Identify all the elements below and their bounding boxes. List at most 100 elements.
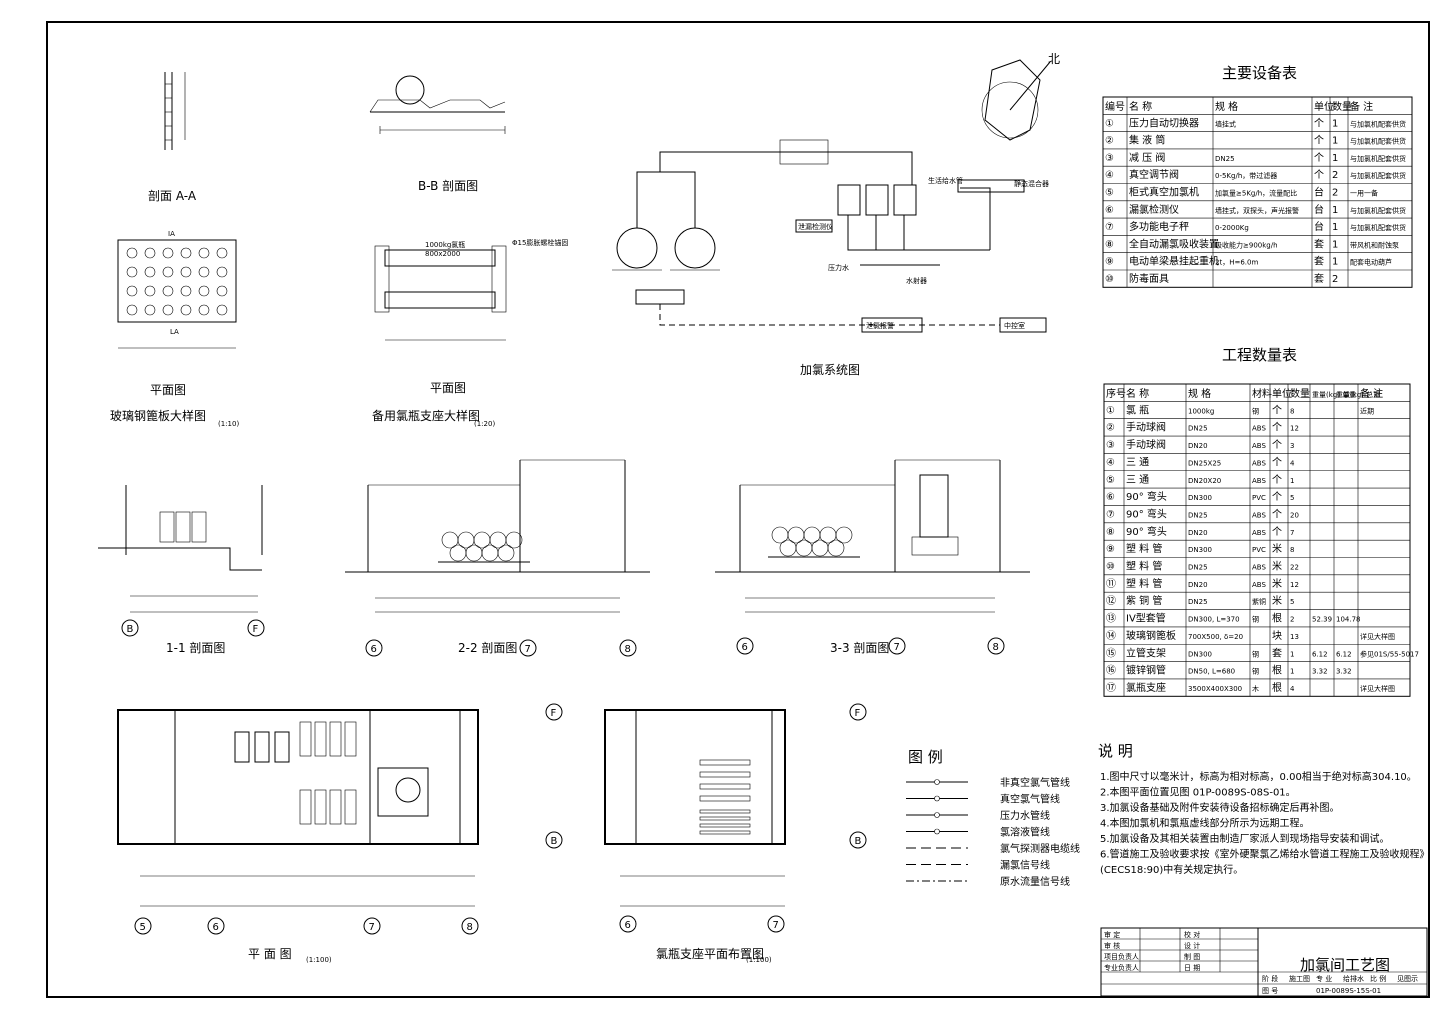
quantity-table-cell: 13: [1290, 633, 1299, 641]
grid-axis-label: 6: [742, 642, 748, 653]
cylinder-support-detail: 1000kg氯瓶 800x2000 Φ15膨胀螺栓锚固 平面图 备用氯瓶支座大样…: [372, 238, 568, 428]
equipment-table-cell: 1: [1332, 205, 1338, 216]
title-block-role: 日 期: [1184, 964, 1200, 972]
quantity-table-cell: 52.39: [1312, 616, 1332, 624]
legend-item: 非真空氯气管线: [1000, 776, 1070, 789]
quantity-table-cell: 个: [1272, 404, 1282, 416]
legend-item: 氯溶液管线: [1000, 826, 1050, 839]
grid-axis-label: 7: [773, 920, 779, 931]
quantity-table-cell: DN25: [1188, 511, 1208, 519]
quantity-table-cell: DN25: [1188, 425, 1208, 433]
equipment-table-cell: 个: [1314, 135, 1324, 147]
quantity-table-cell: 根: [1272, 664, 1282, 677]
quantity-table-cell: 镀锌钢管: [1126, 664, 1166, 677]
quantity-table-cell: 90° 弯头: [1126, 507, 1167, 520]
notes-title: 说 明: [1098, 742, 1133, 760]
quantity-table-cell: 木: [1252, 684, 1259, 693]
equipment-table-cell: ⑩: [1105, 274, 1114, 285]
equipment-table-cell: 与加氯机配套供货: [1350, 119, 1406, 128]
legend: 图 例 非真空氯气管线真空氯气管线压力水管线氯溶液管线氯气探测器电缆线漏氯信号线…: [906, 748, 1080, 888]
equipment-table-cell: 1: [1332, 257, 1338, 268]
quantity-table-cell: 根: [1272, 681, 1282, 694]
quantity-table-header: 备 注: [1360, 387, 1383, 400]
quantity-table-cell: 三 通: [1126, 474, 1149, 486]
equipment-table-cell: 防毒面具: [1129, 272, 1169, 285]
quantity-table-cell: 米: [1272, 560, 1282, 573]
quantity-table-cell: 2: [1290, 616, 1294, 624]
quantity-table-cell: 3.32: [1336, 668, 1352, 676]
system-title: 加氯系统图: [800, 363, 860, 377]
notes: 说 明 1.图中尺寸以毫米计，标高为相对标高，0.00相当于绝对标高304.10…: [1098, 742, 1430, 876]
quantity-table-header: 单位: [1272, 387, 1292, 400]
quantity-table-cell: DN20: [1188, 442, 1208, 450]
title-block-label: 施工图: [1289, 974, 1310, 983]
grid-axis-label: 6: [213, 922, 219, 933]
quantity-table-cell: ①: [1106, 405, 1115, 416]
quantity-table-cell: IV型套管: [1126, 612, 1166, 625]
grid-axis-label: F: [253, 624, 259, 635]
quantity-table-cell: DN25: [1188, 598, 1208, 606]
grid-axis-label: F: [855, 708, 861, 719]
legend-item: 压力水管线: [1000, 809, 1050, 822]
section-aa: 剖面 A-A: [148, 72, 197, 203]
quantity-table-cell: 参见01S/55-5017: [1360, 649, 1419, 658]
title-block-drawing-no: 01P-0089S-15S-01: [1316, 987, 1381, 995]
quantity-table-cell: 5: [1290, 598, 1294, 606]
equipment-table-cell: 配套电动葫芦: [1350, 258, 1392, 267]
quantity-table-cell: ⑩: [1106, 562, 1115, 573]
equipment-table-cell: 墙挂式: [1215, 119, 1236, 128]
plan-b-title: 平面图: [430, 381, 466, 395]
quantity-table-cell: ⑦: [1106, 509, 1115, 520]
quantity-table-cell: ③: [1106, 440, 1115, 451]
equipment-table-cell: 与加氯机配套供货: [1350, 137, 1406, 146]
drawing-name: 加氯间工艺图: [1300, 956, 1390, 974]
quantity-table-header: 规 格: [1188, 387, 1211, 400]
equipment-table-cell: 1: [1332, 239, 1338, 250]
quantity-table-cell: 3.32: [1312, 668, 1328, 676]
equipment-table-cell: 吸收能力≥900kg/h: [1215, 240, 1278, 249]
quantity-table-cell: 1: [1290, 477, 1294, 485]
equipment-table-cell: 与加氯机配套供货: [1350, 223, 1406, 232]
quantity-table-cell: ⑪: [1106, 578, 1116, 590]
svg-text:LA: LA: [170, 328, 179, 336]
quantity-table-cell: 90° 弯头: [1126, 525, 1167, 538]
equipment-table-cell: 1: [1332, 136, 1338, 147]
equipment-table-cell: 个: [1314, 152, 1324, 164]
chlorination-system: 生活给水管 静态混合器 压力水 水射器 泄漏检测仪 泄氯报警 中控室 加氯系统图: [612, 139, 1049, 377]
quantity-table-header: 数量: [1290, 387, 1310, 400]
svg-text:IA: IA: [168, 230, 175, 238]
cyl-support-scale: (1:20): [474, 420, 495, 428]
legend-item: 漏氯信号线: [1000, 859, 1050, 872]
quantity-table-cell: 1000kg: [1188, 407, 1214, 415]
equipment-table-cell: 与加氯机配套供货: [1350, 171, 1406, 180]
quantity-table-cell: ABS: [1252, 442, 1266, 450]
label-central-ctrl: 中控室: [1004, 321, 1025, 330]
equipment-table-cell: ①: [1105, 118, 1114, 129]
quantity-table-cell: 12: [1290, 425, 1299, 433]
plan-a-title: 平面图: [150, 383, 186, 397]
grid-plate-scale: (1:10): [218, 420, 239, 428]
title-block-label: 给排水: [1343, 974, 1364, 983]
quantity-table-cell: ⑮: [1106, 647, 1116, 659]
quantity-table-header: 序号: [1106, 387, 1126, 400]
quantity-table-cell: DN20X20: [1188, 477, 1221, 485]
quantity-table-cell: DN20: [1188, 529, 1208, 537]
quantity-table-cell: DN25X25: [1188, 459, 1221, 467]
equipment-table-header: 备 注: [1350, 100, 1373, 113]
equipment-table-cell: 电动单梁悬挂起重机: [1129, 255, 1219, 268]
grid-plate-title: 玻璃钢篦板大样图: [110, 408, 206, 423]
quantity-table-cell: 4: [1290, 685, 1295, 693]
quantity-table-cell: ABS: [1252, 581, 1266, 589]
section-aa-title: 剖面 A-A: [148, 189, 197, 203]
title-block-role: 设 计: [1184, 941, 1200, 950]
legend-title: 图 例: [908, 748, 943, 766]
grid-plate-detail: IA LA 平面图 玻璃钢篦板大样图 (1:10): [110, 230, 239, 428]
quantity-table-cell: ⑬: [1106, 613, 1116, 625]
title-block-label: 专 业: [1316, 974, 1332, 983]
note-item: 2.本图平面位置见图 01P-0089S-08S-01。: [1100, 786, 1296, 799]
grid-axis-label: 6: [625, 920, 631, 931]
section-bb-title: B-B 剖面图: [418, 179, 478, 193]
quantity-table-cell: 个: [1272, 422, 1282, 434]
